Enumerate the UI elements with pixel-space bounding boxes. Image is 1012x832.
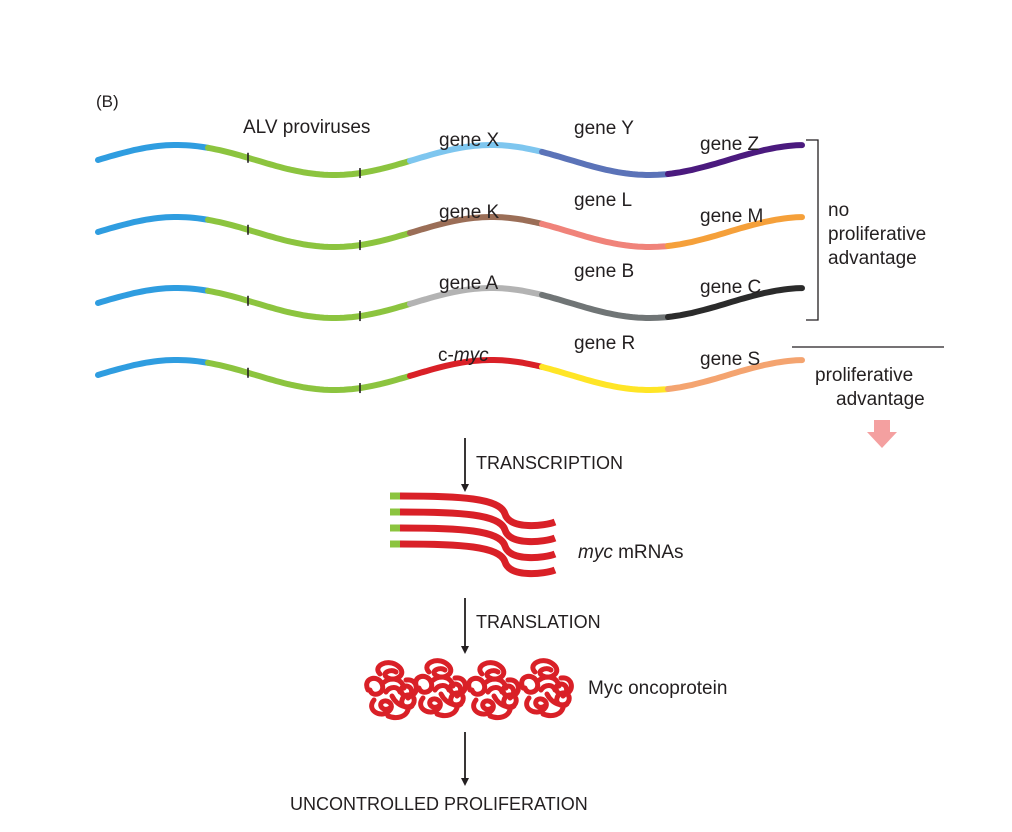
segment-host-dna: [95, 357, 211, 378]
segment-host-dna: [95, 214, 211, 235]
myc-protein-3: [469, 663, 519, 718]
advantage-down-arrow: [867, 420, 897, 448]
no-advantage-line-3: advantage: [828, 248, 917, 269]
segment-gene-2: [539, 291, 671, 321]
outcome-label: UNCONTROLLED PROLIFERATION: [290, 794, 588, 814]
gene-label: gene Z: [700, 134, 760, 155]
protein-label: Myc oncoprotein: [588, 678, 727, 699]
gene-label: gene Y: [574, 118, 634, 139]
mrna-strand: [390, 508, 557, 545]
advantage-line-1: proliferative: [815, 365, 913, 386]
no-advantage-line-2: proliferative: [828, 224, 926, 245]
segment-gene-3: [665, 357, 805, 392]
mrna-label-italic: myc: [578, 542, 613, 563]
segment-alv-provirus: [205, 359, 413, 393]
myc-mrnas: [390, 492, 557, 577]
segment-gene-2: [539, 220, 671, 250]
mrna-body: [399, 508, 557, 545]
advantage-line-2: advantage: [836, 389, 925, 410]
myc-oncoproteins: [367, 661, 572, 718]
segment-alv-provirus: [205, 216, 413, 250]
segment-gene-2: [539, 363, 671, 393]
gene-label: c-myc: [438, 345, 489, 366]
gene-label: gene X: [439, 130, 500, 151]
segment-host-dna: [95, 142, 211, 163]
no-advantage-line-1: no: [828, 200, 849, 221]
no-advantage-label: no proliferative advantage: [828, 200, 932, 269]
mrna-body: [399, 524, 557, 561]
segment-gene-1: [407, 214, 545, 236]
advantage-label: proliferative advantage: [815, 365, 925, 410]
no-advantage-bracket: [806, 139, 819, 321]
segment-host-dna: [95, 285, 211, 306]
segment-alv-provirus: [205, 144, 413, 178]
myc-protein-2: [416, 661, 466, 716]
myc-protein-1: [367, 663, 417, 718]
gene-label: gene M: [700, 206, 763, 227]
mrna-body: [399, 540, 557, 577]
gene-label: gene R: [574, 333, 635, 354]
mrna-strand: [390, 524, 557, 561]
panel-label: (B): [96, 92, 119, 111]
segment-gene-1: [407, 142, 545, 164]
gene-label: gene A: [439, 273, 498, 294]
gene-label: gene S: [700, 349, 760, 370]
provirus-label: ALV proviruses: [243, 117, 370, 138]
segment-alv-provirus: [205, 287, 413, 321]
mrna-label-rest: mRNAs: [613, 542, 684, 563]
gene-label: gene C: [700, 277, 761, 298]
gene-label: gene L: [574, 190, 632, 211]
dna-strand-3: gene A gene B gene C: [95, 261, 805, 322]
segment-gene-3: [665, 142, 805, 177]
mrna-strand: [390, 540, 557, 577]
dna-strand-1: gene X gene Y gene Z: [95, 118, 805, 179]
gene-label: gene K: [439, 202, 500, 223]
segment-gene-3: [665, 285, 805, 320]
transcription-label: TRANSCRIPTION: [476, 453, 623, 473]
segment-gene-1: [407, 285, 545, 307]
segment-gene-3: [665, 214, 805, 249]
segment-gene-1: [407, 357, 545, 379]
segment-gene-2: [539, 148, 671, 178]
gene-label: gene B: [574, 261, 634, 282]
myc-protein-4: [522, 661, 572, 716]
translation-label: TRANSLATION: [476, 612, 601, 632]
mrna-label: myc mRNAs: [578, 542, 684, 563]
dna-strand-2: gene K gene L gene M: [95, 190, 805, 251]
mrna-body: [399, 492, 557, 529]
gene-label-italic: myc: [454, 345, 489, 366]
dna-strand-4: c-myc gene R gene S: [95, 333, 805, 394]
mrna-strand: [390, 492, 557, 529]
